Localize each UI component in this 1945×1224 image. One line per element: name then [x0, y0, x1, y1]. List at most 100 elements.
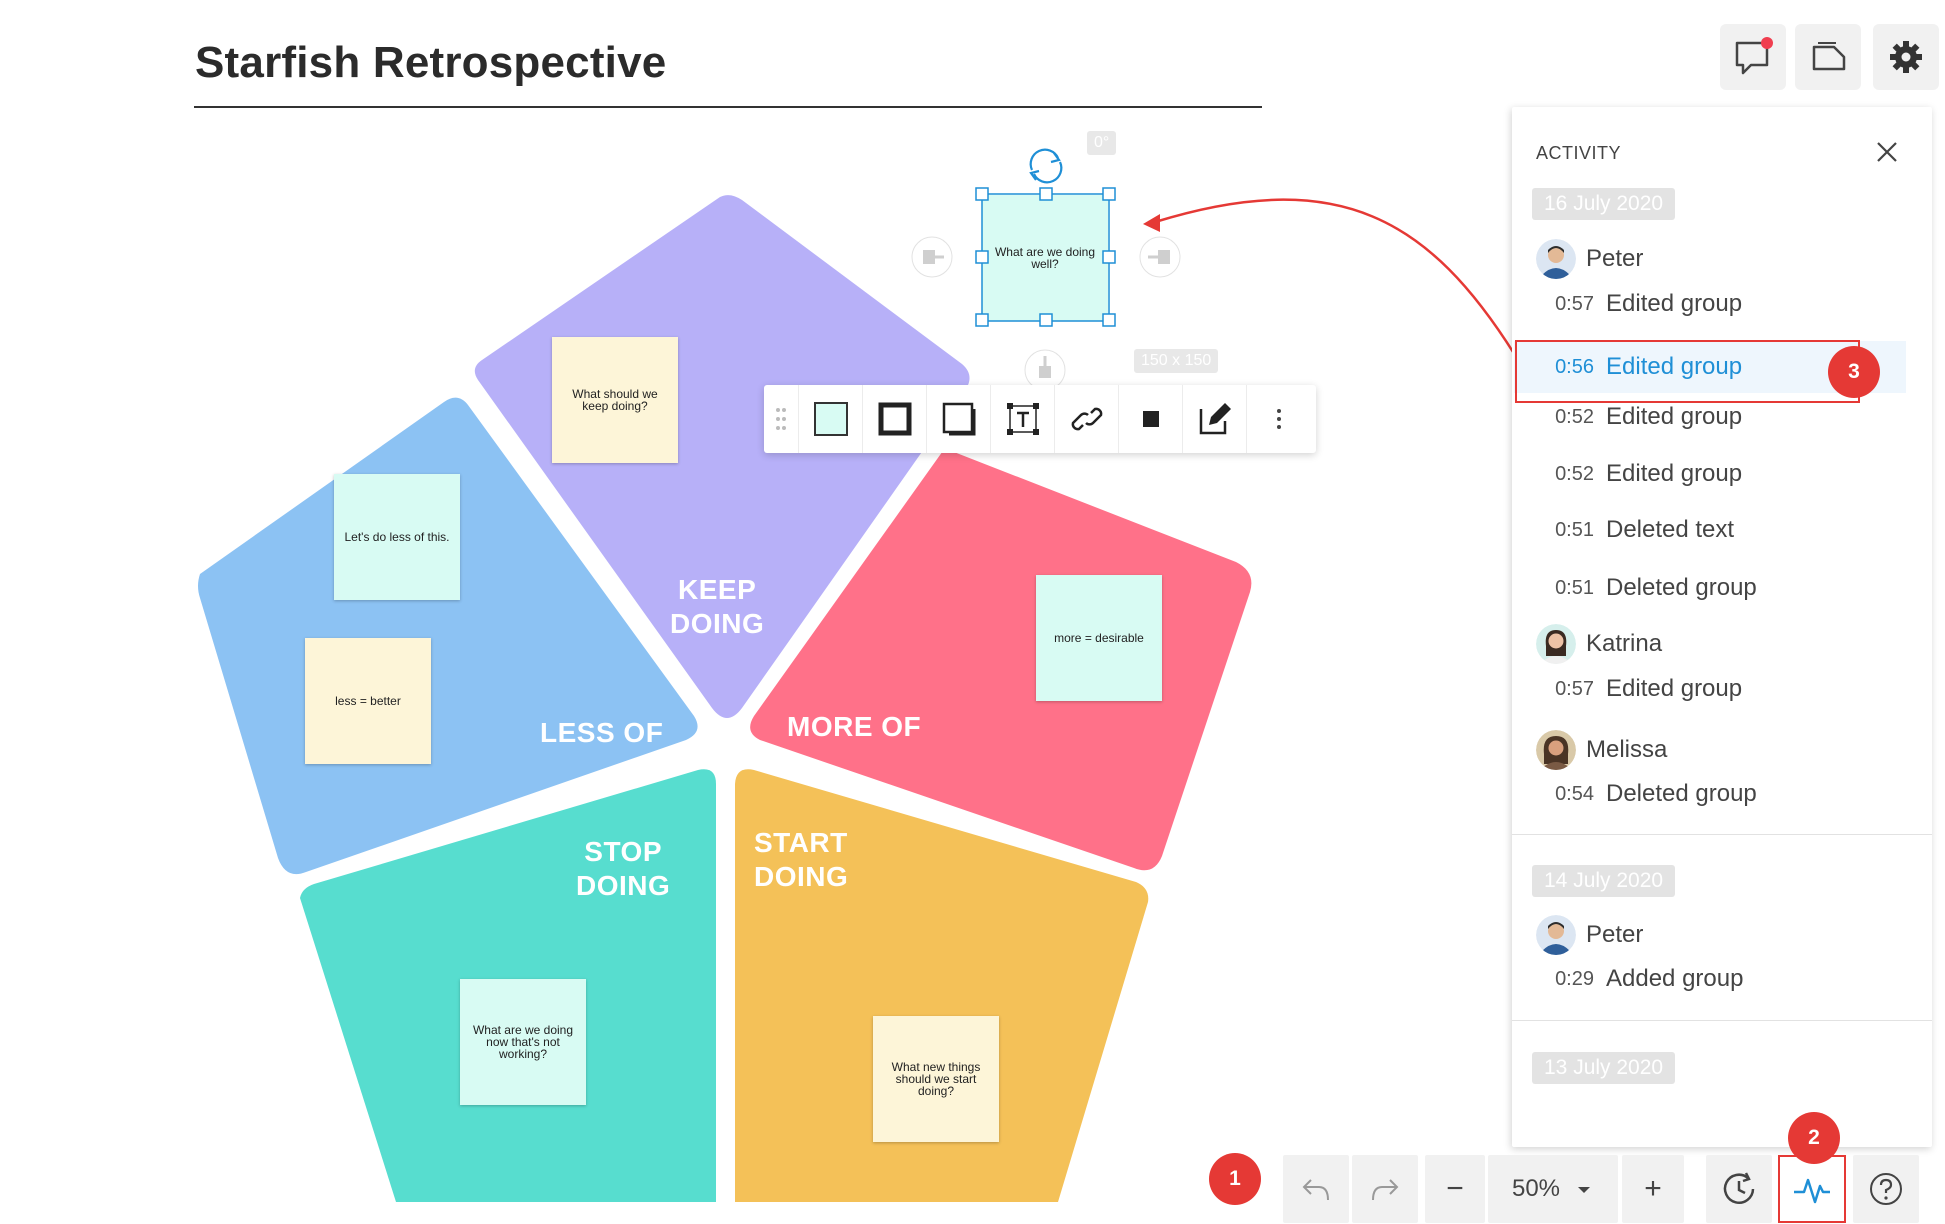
activity-pulse-icon	[1794, 1178, 1830, 1204]
present-icon	[1812, 42, 1846, 71]
segment-keep-doing[interactable]	[474, 195, 970, 719]
close-icon[interactable]	[1872, 137, 1902, 167]
segment-start-doing[interactable]	[735, 769, 1149, 1202]
chevron-down-icon	[1578, 1187, 1591, 1193]
link-icon	[1071, 407, 1102, 431]
link-button[interactable]	[1054, 385, 1118, 453]
more-vertical-icon	[1276, 409, 1281, 429]
history-button[interactable]	[1706, 1155, 1772, 1223]
activity-user[interactable]: Katrina	[1536, 622, 1662, 666]
help-icon	[1870, 1173, 1902, 1205]
activity-user[interactable]: Peter	[1536, 913, 1643, 957]
activity-title: ACTIVITY	[1536, 143, 1622, 163]
text-icon	[1006, 403, 1039, 435]
panel-divider	[1512, 1020, 1932, 1021]
entry-time: 0:51	[1555, 518, 1594, 541]
entry-action: Edited group	[1606, 460, 1743, 487]
stroke-color-icon	[1142, 411, 1159, 427]
drag-grip-icon[interactable]	[764, 385, 798, 453]
avatar	[1536, 915, 1576, 955]
entry-action: Deleted group	[1606, 780, 1757, 807]
sticky-note-less-2[interactable]: less = better	[305, 638, 431, 764]
size-badge: 150 x 150	[1134, 349, 1219, 373]
help-button[interactable]	[1853, 1155, 1919, 1223]
annotation-arrow-head	[1143, 214, 1160, 232]
entry-action: Edited group	[1606, 290, 1743, 317]
entry-action: Edited group	[1606, 403, 1743, 430]
present-button[interactable]	[1795, 24, 1861, 90]
undo-icon	[1302, 1179, 1329, 1201]
border-style-icon	[878, 402, 911, 436]
comment-icon	[1735, 37, 1773, 75]
entry-time: 0:56	[1555, 355, 1594, 378]
zoom-out-button[interactable]: −	[1425, 1155, 1485, 1223]
sticky-note-start[interactable]: What new things should we start doing?	[873, 1016, 999, 1142]
user-name: Peter	[1586, 245, 1644, 272]
activity-button[interactable]	[1778, 1155, 1846, 1223]
edit-button[interactable]	[1182, 385, 1246, 453]
activity-entry[interactable]: 0:51 Deleted text	[1536, 510, 1906, 550]
stroke-color-button[interactable]	[1118, 385, 1182, 453]
entry-action: Deleted text	[1606, 516, 1735, 543]
shadow-button[interactable]	[926, 385, 990, 453]
comments-button[interactable]	[1720, 24, 1786, 90]
entry-time: 0:52	[1555, 462, 1594, 485]
pen-edit-icon	[1199, 403, 1231, 435]
activity-user[interactable]: Peter	[1536, 237, 1643, 281]
avatar	[1536, 624, 1576, 664]
zoom-value: 50%	[1511, 1175, 1561, 1202]
entry-time: 0:51	[1555, 576, 1594, 599]
gear-icon	[1890, 41, 1922, 73]
selected-sticky-note[interactable]: What are we doing well?	[982, 195, 1108, 321]
border-style-button[interactable]	[862, 385, 926, 453]
highlight-outline-entry	[1515, 340, 1860, 403]
panel-divider	[1512, 834, 1932, 835]
annotation-badge-2: 2	[1788, 1112, 1840, 1164]
avatar	[1536, 730, 1576, 770]
more-options-button[interactable]	[1246, 385, 1310, 453]
shadow-icon	[942, 402, 975, 436]
fill-color-button[interactable]	[798, 385, 862, 453]
activity-user[interactable]: Melissa	[1536, 728, 1667, 772]
activity-entry[interactable]: 0:51 Deleted group	[1536, 568, 1906, 608]
user-name: Katrina	[1586, 630, 1663, 657]
annotation-badge-1: 1	[1209, 1153, 1261, 1205]
activity-panel: ACTIVITY 16 July 2020 Peter 0:57 Edited …	[1512, 107, 1932, 1147]
activity-entry[interactable]: 0:52 Edited group	[1536, 454, 1906, 494]
entry-time: 0:57	[1555, 677, 1594, 700]
entry-time: 0:52	[1555, 405, 1594, 428]
activity-entry[interactable]: 0:29 Added group	[1536, 959, 1906, 999]
settings-button[interactable]	[1873, 24, 1939, 90]
redo-button[interactable]	[1352, 1155, 1418, 1223]
zoom-in-button[interactable]: +	[1622, 1155, 1684, 1223]
entry-time: 0:54	[1555, 782, 1594, 805]
segment-label-less: LESS OF	[540, 717, 664, 748]
text-button[interactable]	[990, 385, 1054, 453]
title-underline	[194, 106, 1262, 108]
activity-entry[interactable]: 0:54 Deleted group	[1536, 774, 1906, 814]
highlight-outline-activity-button	[1778, 1155, 1846, 1223]
activity-entry[interactable]: 0:57 Edited group	[1536, 284, 1906, 324]
avatar	[1536, 239, 1576, 279]
page-title: Starfish Retrospective	[195, 38, 667, 87]
date-chip: 16 July 2020	[1532, 188, 1676, 220]
zoom-select[interactable]: 50%	[1488, 1155, 1618, 1223]
activity-entry[interactable]: 0:52 Edited group	[1536, 397, 1906, 437]
entry-action: Edited group	[1606, 353, 1743, 380]
segment-more-of[interactable]	[750, 450, 1252, 871]
entry-action: Added group	[1606, 965, 1744, 992]
entry-action: Edited group	[1606, 675, 1743, 702]
sticky-note-less-1[interactable]: Let's do less of this.	[334, 474, 460, 600]
sticky-note-stop[interactable]: What are we doing now that's not working…	[460, 979, 586, 1105]
sticky-note-keep[interactable]: What should we keep doing?	[552, 337, 678, 463]
sticky-note-more[interactable]: more = desirable	[1036, 575, 1162, 701]
undo-button[interactable]	[1283, 1155, 1349, 1223]
entry-action: Deleted group	[1606, 574, 1757, 601]
activity-entry[interactable]: 0:57 Edited group	[1536, 669, 1906, 709]
entry-time: 0:57	[1555, 292, 1594, 315]
fill-color-icon	[813, 402, 848, 436]
